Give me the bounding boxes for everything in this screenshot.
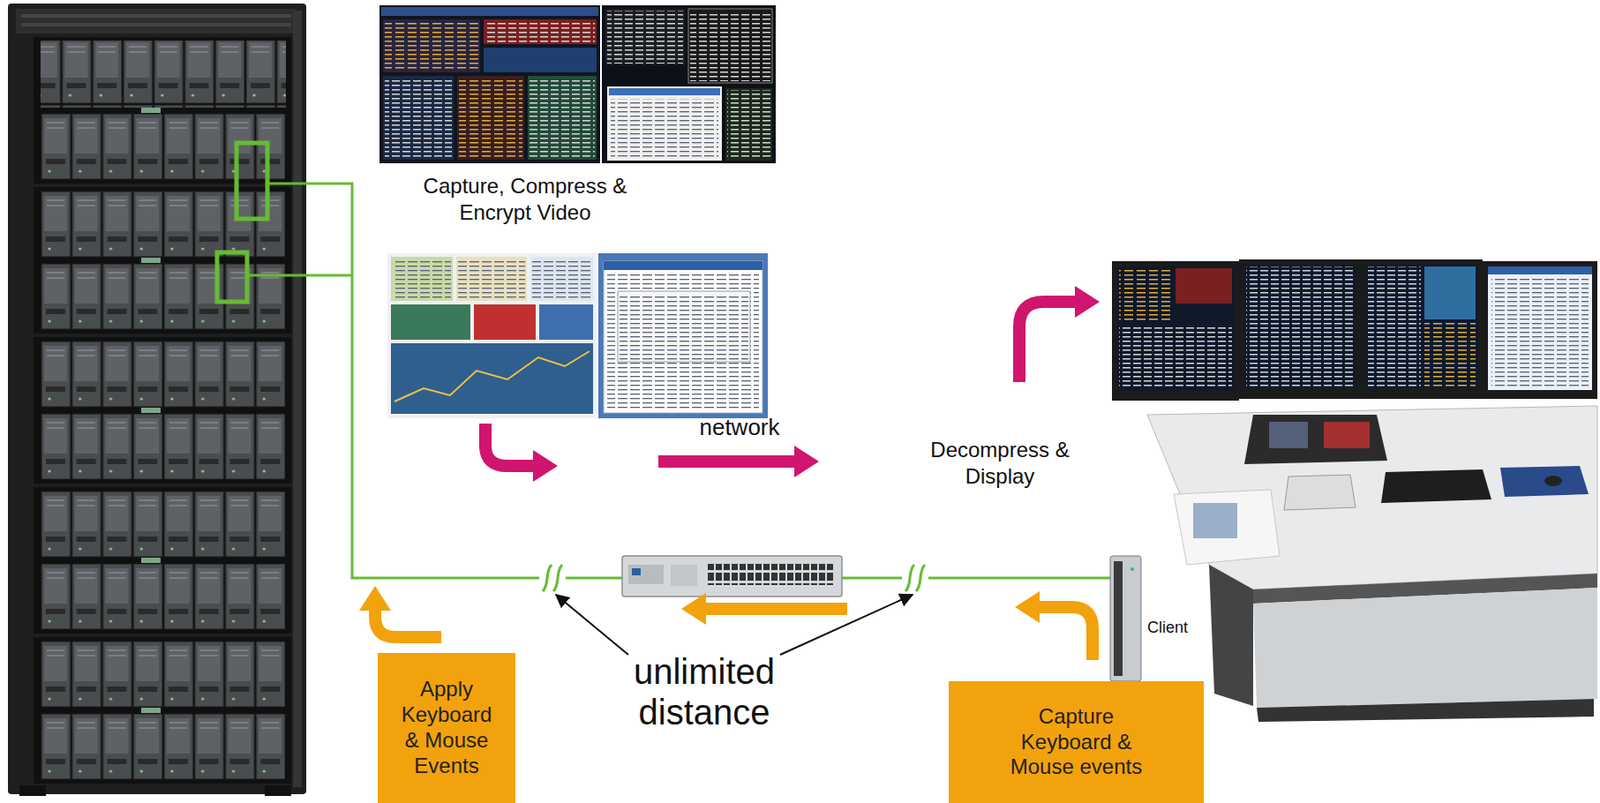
action-box: Capture Keyboard & Mouse events [948,681,1204,803]
network-wire [217,142,1111,579]
server-rack [7,3,307,797]
box-text: Apply Keyboard & Mouse Events [395,676,498,779]
label-text: unlimited distance [602,651,806,733]
label-text: Decompress & Display [920,436,1080,490]
network-label: network [651,413,828,442]
label-text: Client [1147,617,1188,638]
device-label: Client [1147,617,1204,638]
thin-client [1110,555,1142,682]
distance-label: unlimited distance [602,651,806,733]
label-text: network [651,413,828,442]
label-text: Capture, Compress & Encrypt Video [405,172,645,226]
screenshot [387,253,768,419]
step-label: Decompress & Display [920,436,1080,490]
leader-arrow [555,594,913,655]
screenshot [379,5,776,164]
box-text: Capture Keyboard & Mouse events [1000,704,1153,781]
step-label: Capture, Compress & Encrypt Video [405,172,645,226]
network-switch [622,555,842,597]
input-arrow [359,585,1093,661]
action-box: Apply Keyboard & Mouse Events [377,653,516,803]
trading-desk [1111,259,1598,722]
